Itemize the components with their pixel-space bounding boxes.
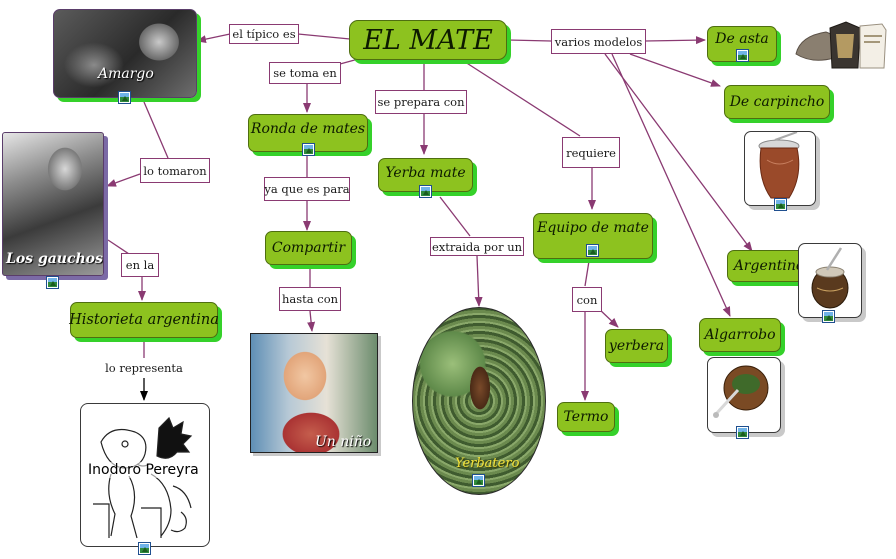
- link-se-prepara-con: se prepara con: [375, 90, 467, 114]
- connector: [629, 53, 721, 87]
- connector: [106, 173, 141, 187]
- concept-de-carpincho[interactable]: De carpincho: [724, 85, 830, 119]
- concept-termo[interactable]: Termo: [557, 402, 615, 432]
- amargo-image[interactable]: Amargo: [53, 9, 197, 98]
- un-nino-caption: Un niño: [315, 434, 372, 450]
- inodoro-pereyra-caption: Inodoro Pereyra: [88, 462, 199, 478]
- inodoro-pereyra-image[interactable]: Inodoro Pereyra: [80, 403, 210, 547]
- concept-el-mate[interactable]: EL MATE: [349, 20, 507, 60]
- connector: [507, 39, 552, 42]
- link-extraida-por-un: extraida por un: [430, 237, 524, 256]
- connector: [644, 36, 706, 45]
- yerbatero-image[interactable]: Yerbatero: [412, 307, 546, 495]
- image-icon[interactable]: [472, 474, 485, 487]
- concept-historieta-argentina[interactable]: Historieta argentina: [69, 302, 219, 338]
- argentino-mate-drawing: [811, 247, 849, 309]
- connector: [143, 101, 169, 159]
- link-hasta-con: hasta con: [279, 287, 341, 311]
- link-lo-tomaron: lo tomaron: [140, 158, 210, 183]
- link-lo-representa: lo representa: [105, 361, 183, 375]
- image-icon[interactable]: [736, 426, 749, 439]
- concept-argentino[interactable]: Argentino: [727, 250, 811, 282]
- link-ya-que-es-para: ya que es para: [264, 177, 350, 201]
- concept-label: Ronda de mates: [250, 121, 366, 137]
- image-icon[interactable]: [419, 185, 432, 198]
- link-se-toma-en: se toma en: [269, 62, 341, 84]
- los-gauchos-caption: Los gauchos: [6, 251, 103, 267]
- carpincho-mate-image[interactable]: [744, 131, 816, 206]
- concept-compartir[interactable]: Compartir: [265, 231, 352, 265]
- link-en-la: en la: [121, 253, 159, 277]
- horn-mates-image[interactable]: [794, 14, 892, 70]
- argentino-mate-image[interactable]: [798, 243, 862, 318]
- image-icon[interactable]: [302, 143, 315, 156]
- image-icon[interactable]: [822, 310, 835, 323]
- los-gauchos-image[interactable]: Los gauchos: [2, 132, 104, 276]
- un-nino-image[interactable]: Un niño: [250, 333, 378, 453]
- horn-mates-drawing: [795, 21, 887, 69]
- connector: [297, 33, 351, 40]
- image-icon[interactable]: [586, 244, 599, 257]
- concept-algarrobo[interactable]: Algarrobo: [699, 318, 781, 352]
- link-requiere: requiere: [562, 137, 620, 168]
- algarrobo-mate-image[interactable]: [707, 357, 781, 433]
- concept-label: Yerba mate: [385, 165, 466, 181]
- connector: [474, 255, 483, 307]
- image-icon[interactable]: [736, 49, 749, 62]
- connector: [439, 196, 471, 237]
- concept-yerbera[interactable]: yerbera: [605, 329, 668, 363]
- image-icon[interactable]: [138, 542, 151, 555]
- concept-label: Equipo de mate: [537, 220, 649, 236]
- link-con: con: [572, 287, 602, 312]
- link-el-tipico-es: el típico es: [229, 24, 299, 44]
- algarrobo-mate-drawing: [713, 365, 769, 418]
- carpincho-mate-drawing: [758, 132, 800, 199]
- connector: [461, 59, 581, 137]
- connector: [604, 53, 753, 252]
- connector: [611, 53, 731, 317]
- connector: [584, 260, 590, 287]
- connector: [196, 33, 231, 44]
- image-icon[interactable]: [118, 91, 131, 104]
- image-icon[interactable]: [774, 198, 787, 211]
- amargo-caption: Amargo: [98, 66, 154, 82]
- image-icon[interactable]: [46, 276, 59, 289]
- link-varios-modelos: varios modelos: [551, 29, 646, 54]
- connector: [307, 310, 316, 332]
- concept-ronda-de-mates[interactable]: Ronda de mates: [248, 114, 368, 152]
- concept-label: De asta: [715, 31, 769, 47]
- yerbatero-caption: Yerbatero: [455, 456, 520, 471]
